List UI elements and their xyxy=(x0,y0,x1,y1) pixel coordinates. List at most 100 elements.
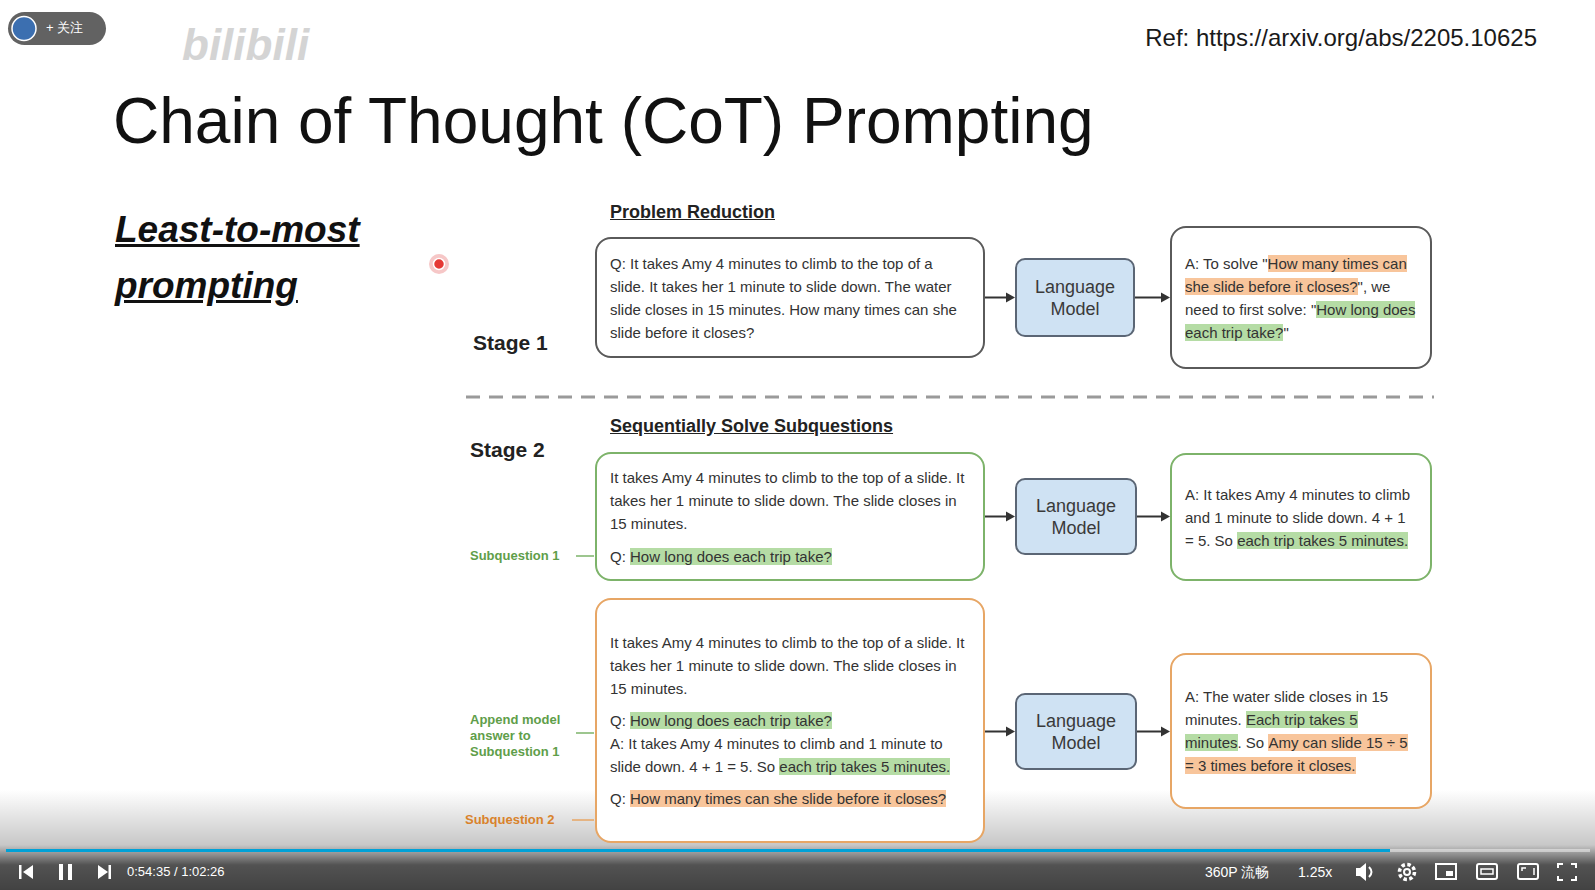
answer-box: A: It takes Amy 4 minutes to climb and 1… xyxy=(1170,453,1432,581)
answer-box: A: The water slide closes in 15 minutes.… xyxy=(1170,653,1432,809)
node-text: A: To solve " xyxy=(1185,255,1268,272)
highlighted-text: How long does each trip take? xyxy=(630,548,832,565)
pip-icon xyxy=(1436,864,1456,879)
pip-icon xyxy=(1446,871,1453,876)
pause-icon xyxy=(68,864,72,880)
node-text: Language Model xyxy=(1036,711,1116,753)
text-line: It takes Amy 4 minutes to climb to the t… xyxy=(610,466,970,535)
node-text: . So xyxy=(1238,734,1265,751)
connector-line xyxy=(985,516,1007,518)
connector-arrow xyxy=(1137,512,1170,522)
connector-arrow xyxy=(1135,293,1170,303)
text-line: A: It takes Amy 4 minutes to climb and 1… xyxy=(610,732,970,778)
section-heading: Sequentially Solve Subquestions xyxy=(610,415,893,437)
progress-track xyxy=(6,849,1590,852)
text-line: A: The water slide closes in 15 minutes.… xyxy=(1185,685,1417,777)
watermark: bilibili xyxy=(182,20,309,70)
arrow-head xyxy=(1006,512,1015,522)
volume-icon xyxy=(1356,863,1366,881)
text-line: Language Model xyxy=(1023,276,1127,320)
connector-line xyxy=(1137,516,1162,518)
question-box: It takes Amy 4 minutes to climb to the t… xyxy=(595,598,985,843)
highlighted-text: each trip takes 5 minutes. xyxy=(779,758,950,775)
player-controls xyxy=(19,863,1576,881)
arrow-head xyxy=(1161,727,1170,737)
text-line: A: It takes Amy 4 minutes to climb and 1… xyxy=(1185,483,1417,552)
follow-pill xyxy=(8,12,106,45)
node-text: Language Model xyxy=(1035,277,1115,319)
prev-icon xyxy=(19,865,22,879)
next-icon xyxy=(98,865,108,879)
time-display: 0:54:35 / 1:02:26 xyxy=(127,864,225,880)
node-text: Q: It takes Amy 4 minutes to climb to th… xyxy=(610,255,957,341)
pointer-ring xyxy=(429,254,449,274)
model-box: Language Model xyxy=(1015,478,1137,555)
question-box: Q: It takes Amy 4 minutes to climb to th… xyxy=(595,237,985,358)
node-text: It takes Amy 4 minutes to climb to the t… xyxy=(610,634,964,697)
connector-line xyxy=(985,731,1007,733)
arrow-head xyxy=(1161,293,1170,303)
follow-button-text: + 关注 xyxy=(46,19,83,37)
text-line: Q:How long does each trip take? xyxy=(610,709,970,732)
leader-line xyxy=(576,555,594,557)
webfull-icon xyxy=(1518,864,1538,879)
node-text: Q: xyxy=(610,712,626,729)
stage-label: Stage 1 xyxy=(473,330,548,356)
arrow-head xyxy=(1161,512,1170,522)
callout-label: Append model answer to Subquestion 1 xyxy=(470,712,574,760)
node-text: Q: xyxy=(610,548,626,565)
text-line: Language Model xyxy=(1023,710,1129,754)
text-line: Language Model xyxy=(1023,495,1129,539)
progress-played xyxy=(6,849,1390,852)
text-line: Q: It takes Amy 4 minutes to climb to th… xyxy=(610,252,970,344)
leader-line xyxy=(572,819,594,821)
node-text: Q: xyxy=(610,790,626,807)
connector-line xyxy=(1137,731,1162,733)
prev-icon xyxy=(23,865,33,879)
slide-title: Chain of Thought (CoT) Prompting xyxy=(113,83,1094,159)
leader-line xyxy=(576,732,594,734)
highlighted-text: each trip takes 5 minutes. xyxy=(1237,532,1408,549)
section-heading: Problem Reduction xyxy=(610,201,775,223)
question-box: It takes Amy 4 minutes to climb to the t… xyxy=(595,452,985,581)
text-line: It takes Amy 4 minutes to climb to the t… xyxy=(610,631,970,700)
webfull-icon xyxy=(1522,868,1534,875)
reference-link: Ref: https://arxiv.org/abs/2205.10625 xyxy=(1145,22,1537,54)
arrow-head xyxy=(1006,727,1015,737)
method-heading: Least-to-most prompting xyxy=(115,202,415,314)
connector-line xyxy=(1135,297,1162,299)
pause-icon xyxy=(59,864,63,880)
widescreen-icon xyxy=(1481,869,1493,874)
volume-icon xyxy=(1369,867,1372,877)
highlighted-text: How many times can she slide before it c… xyxy=(630,790,946,807)
node-text: It takes Amy 4 minutes to climb to the t… xyxy=(610,469,964,532)
node-text: " xyxy=(1283,324,1288,341)
connector-arrow xyxy=(985,727,1015,737)
widescreen-icon xyxy=(1477,864,1497,879)
connector-line xyxy=(985,297,1007,299)
settings-icon xyxy=(1404,869,1410,875)
text-line: Q:How many times can she slide before it… xyxy=(610,787,970,810)
answer-box: A: To solve "How many times can she slid… xyxy=(1170,226,1432,369)
highlighted-text: How long does each trip take? xyxy=(630,712,832,729)
settings-icon xyxy=(1400,865,1415,880)
speed-button: 1.25x xyxy=(1298,863,1332,881)
connector-arrow xyxy=(1137,727,1170,737)
arrow-head xyxy=(1006,293,1015,303)
stage-label: Stage 2 xyxy=(470,437,545,463)
callout-label: Subquestion 1 xyxy=(470,548,560,564)
text-line: Q:How long does each trip take? xyxy=(610,545,970,568)
node-text: Language Model xyxy=(1036,496,1116,538)
callout-label: Subquestion 2 xyxy=(465,812,555,828)
avatar xyxy=(12,17,36,41)
model-box: Language Model xyxy=(1015,693,1137,770)
fullscreen-icon xyxy=(1558,864,1576,880)
next-icon xyxy=(109,865,112,879)
stage-divider xyxy=(466,396,1434,399)
quality-button: 360P 流畅 xyxy=(1205,863,1269,881)
model-box: Language Model xyxy=(1015,258,1135,337)
connector-arrow xyxy=(985,293,1015,303)
pointer-dot xyxy=(434,259,445,270)
text-line: A: To solve "How many times can she slid… xyxy=(1185,252,1417,344)
connector-arrow xyxy=(985,512,1015,522)
